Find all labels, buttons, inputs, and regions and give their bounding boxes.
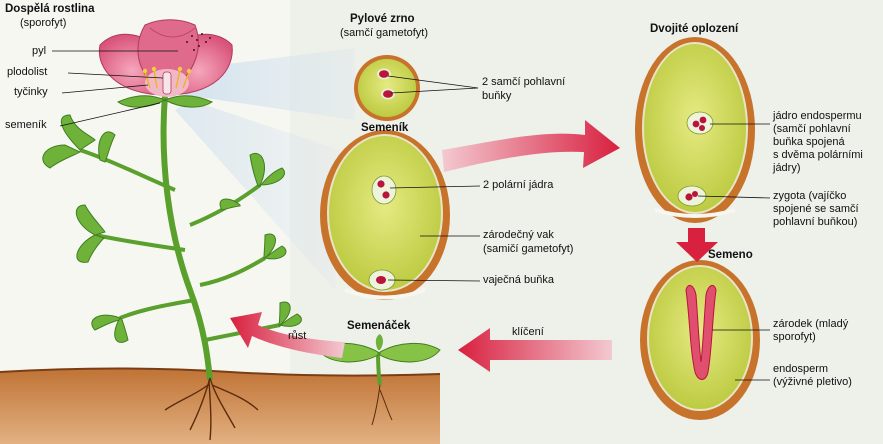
pollen-subtitle: (samčí gametofyt) <box>340 27 429 39</box>
arrow-to-seed <box>676 228 718 262</box>
egg-cell-label: vaječná buňka <box>483 274 554 286</box>
label-pyl: pyl <box>32 45 47 57</box>
sperm-label-line1: 2 samčí pohlavní <box>482 76 566 88</box>
pollen-title: Pylové zrno <box>350 13 415 25</box>
seed-leader-lines <box>712 329 770 381</box>
growth-label: růst <box>288 330 307 342</box>
zygote-line2: spojené se samčí <box>773 203 859 215</box>
fertilization-title: Dvojité oplození <box>650 23 739 35</box>
plant-roots <box>164 377 259 441</box>
label-semenik: semeník <box>5 119 47 131</box>
pollen-grain <box>354 55 420 121</box>
endosperm-line1: endosperm <box>773 363 829 375</box>
ovary <box>320 130 450 300</box>
endosperm-nucleus-line2: (samčí pohlavní <box>773 123 851 135</box>
polar-nuclei-label: 2 polární jádra <box>483 179 554 191</box>
process-arrows <box>230 120 718 372</box>
soil <box>0 368 440 444</box>
ovary-title: Semeník <box>361 122 409 134</box>
endosperm-nucleus-line3: buňka spojená <box>773 136 845 148</box>
arrow-growth <box>230 312 345 358</box>
flower <box>98 19 233 108</box>
beam-to-ovary <box>175 100 340 290</box>
seed <box>640 260 760 420</box>
endosperm-nucleus-line5: jádry) <box>773 162 801 174</box>
ovary-leader-lines <box>387 185 481 282</box>
fertilization-leader-lines <box>697 123 771 199</box>
plant-leader-lines <box>52 50 178 127</box>
soil-surface <box>0 367 441 377</box>
fertilized-ovule <box>635 37 755 223</box>
plant-subtitle: (sporofyt) <box>20 17 67 29</box>
endosperm-nucleus-line4: s dvěma polárními <box>773 149 863 161</box>
embryo-line2: sporofyt) <box>773 331 816 343</box>
endosperm-line2: (výživné pletivo) <box>773 376 852 388</box>
embryo-line1: zárodek (mladý <box>773 318 849 330</box>
arrow-germination <box>458 328 612 372</box>
label-plodolist: plodolist <box>7 66 48 78</box>
sperm-label-line2: buňky <box>482 90 512 102</box>
zygote-line1: zygota (vajíčko <box>773 190 847 202</box>
embryo-sac-label-line2: (samičí gametofyt) <box>483 243 574 255</box>
zygote-line3: pohlavní buňkou) <box>773 216 858 228</box>
seed-title: Semeno <box>708 249 753 261</box>
branch-left-middle <box>94 233 186 252</box>
branch-right-lower <box>199 256 267 287</box>
label-tycinky: tyčinky <box>14 86 48 98</box>
arrow-to-fertilization <box>442 120 620 172</box>
seedling-title: Semenáček <box>347 320 411 332</box>
endosperm-nucleus-line1: jádro endospermu <box>773 110 862 122</box>
branch-left-upper <box>79 148 176 192</box>
pollen-leader-lines <box>387 75 479 94</box>
branch-left-lower <box>119 298 196 320</box>
main-stem <box>160 94 213 381</box>
embryo-sac-label-line1: zárodečný vak <box>483 229 554 241</box>
germination-label: klíčení <box>512 326 544 338</box>
plant-title: Dospělá rostlina <box>5 3 95 15</box>
